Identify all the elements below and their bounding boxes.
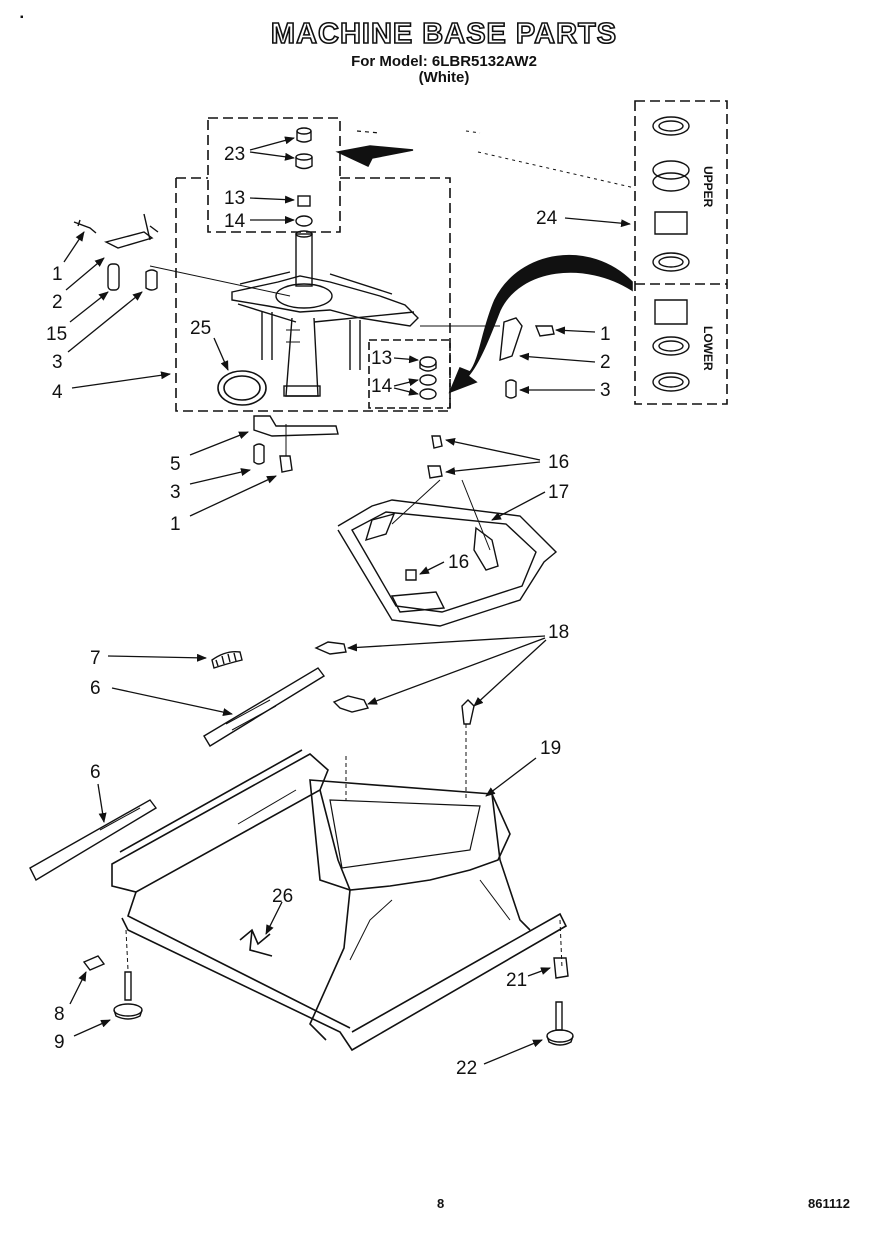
document-code: 861112 (808, 1196, 850, 1211)
inset-leader (477, 151, 636, 189)
leveling-legs (82, 955, 574, 1046)
callout-16-top: 16 (548, 452, 569, 473)
callout-16-mid: 16 (448, 552, 469, 573)
inset-upper-parts (652, 116, 690, 272)
callout-24: 24 (536, 208, 558, 229)
callout-6-lower: 6 (90, 762, 101, 783)
callout-3-lower: 3 (170, 482, 181, 503)
left-bracket-parts (73, 213, 159, 291)
right-bracket-parts (420, 317, 555, 399)
pointer-arrow-curved (448, 254, 633, 394)
agitator-cap-parts (295, 127, 313, 227)
model-subtitle: For Model: 6LBR5132AW2 (White) (0, 54, 888, 86)
callout-13-side: 13 (371, 348, 392, 369)
callout-1-right: 1 (600, 324, 611, 345)
callout-26: 26 (272, 886, 293, 907)
callout-1-lower: 1 (170, 514, 181, 535)
inset-upper-label: UPPER (701, 166, 715, 208)
callout-14-top: 14 (224, 211, 246, 232)
lower-bracket-parts (253, 415, 339, 473)
inset-lower-label: LOWER (701, 326, 715, 371)
wire-clip (239, 928, 273, 957)
page-number: 8 (437, 1196, 445, 1211)
callout-7: 7 (90, 648, 101, 669)
callout-22: 22 (456, 1058, 477, 1079)
corner-mark: ▪ (20, 12, 24, 23)
spring-and-clips (211, 641, 475, 725)
callout-2-left: 2 (52, 292, 63, 313)
callout-1-left: 1 (52, 264, 63, 285)
callout-2-right: 2 (600, 352, 611, 373)
callout-labels: 23 13 14 24 1 2 15 3 4 25 13 14 1 2 3 16… (46, 144, 611, 1079)
callout-3-left: 3 (52, 352, 63, 373)
pointer-arrow-top (335, 145, 414, 168)
callout-9: 9 (54, 1032, 65, 1053)
leader-arrows (63, 136, 631, 1065)
callout-8: 8 (54, 1004, 65, 1025)
callout-4: 4 (52, 382, 63, 403)
side-bumpers (419, 356, 437, 400)
callout-13-top: 13 (224, 188, 245, 209)
callout-19: 19 (540, 738, 561, 759)
model-line: For Model: 6LBR5132AW2 (351, 53, 537, 70)
frame-support (337, 435, 558, 627)
rail-strips (29, 667, 326, 881)
callout-21: 21 (506, 970, 527, 991)
top-parts-box (207, 117, 341, 233)
callout-25: 25 (190, 318, 211, 339)
callout-14-side: 14 (371, 376, 393, 397)
inset-lower-parts (652, 299, 690, 392)
machine-base-frame (111, 724, 568, 1052)
callout-15: 15 (46, 324, 67, 345)
callout-23: 23 (224, 144, 245, 165)
page-title: MACHINE BASE PARTS (270, 17, 618, 51)
transmission-mounting-plate (149, 230, 419, 397)
side-parts-box (368, 339, 451, 409)
upper-group-box (175, 177, 451, 412)
color-line: (White) (418, 69, 470, 86)
callout-17: 17 (548, 482, 569, 503)
callout-5: 5 (170, 454, 181, 475)
callout-3-right: 3 (600, 380, 611, 401)
seal-ring (217, 370, 267, 406)
callout-6-upper: 6 (90, 678, 101, 699)
inset-box (634, 100, 728, 405)
callout-18: 18 (548, 622, 569, 643)
